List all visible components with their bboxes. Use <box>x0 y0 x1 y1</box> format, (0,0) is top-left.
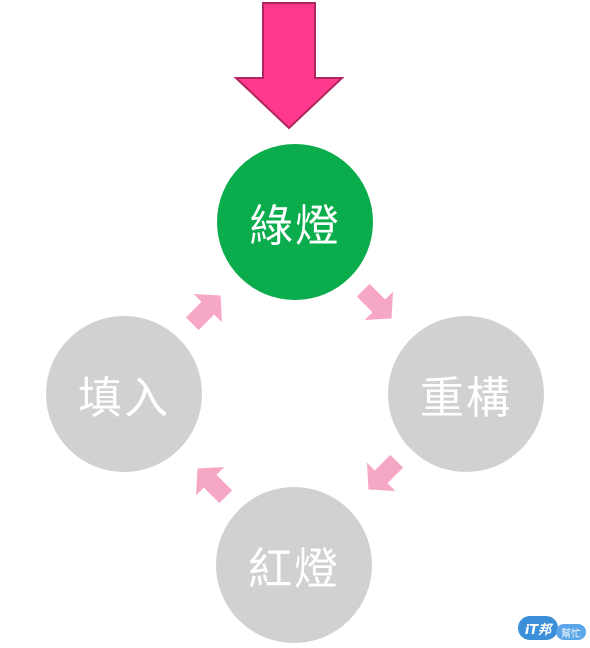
arrow-red-to-fill <box>196 467 233 504</box>
node-fill-in: 填入 <box>46 316 202 472</box>
arrow-fill-to-green <box>185 294 222 331</box>
node-red-light: 紅燈 <box>216 487 372 643</box>
start-arrow <box>233 2 345 130</box>
arrow-green-to-refactor <box>356 283 393 320</box>
node-refactor: 重構 <box>388 316 544 472</box>
node-fill-in-label: 填入 <box>78 373 170 424</box>
logo-it-badge: iT邦 <box>518 616 558 640</box>
node-green-light: 綠燈 <box>217 144 373 300</box>
node-red-light-label: 紅燈 <box>248 544 340 595</box>
node-green-light-label: 綠燈 <box>249 201 341 252</box>
logo-help-badge: 幫忙 <box>556 624 586 640</box>
arrow-refactor-to-red <box>367 454 404 491</box>
ithelp-logo: iT邦 幫忙 <box>518 612 588 642</box>
node-refactor-label: 重構 <box>420 373 512 424</box>
